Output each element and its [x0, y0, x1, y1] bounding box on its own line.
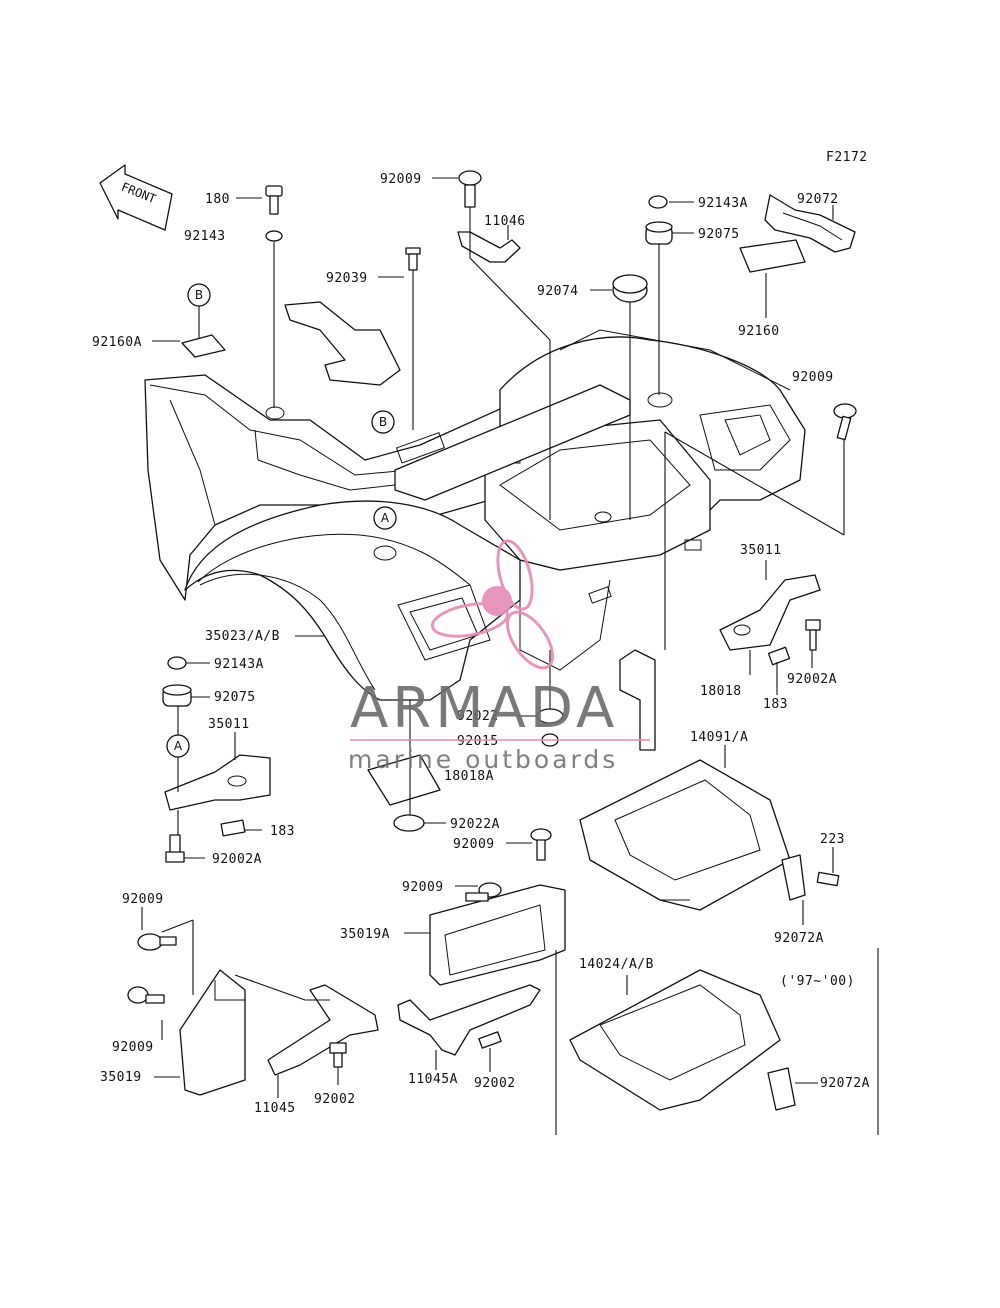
label-183-right: 183: [763, 697, 788, 712]
strap-92072: [764, 194, 856, 253]
armada-watermark-logo: ARMADA marine outboards: [348, 539, 650, 774]
bar-11045: [267, 984, 379, 1076]
label-92072A-right: 92072A: [774, 931, 824, 946]
bolt-92009-right: [833, 403, 857, 441]
label-18018A: 18018A: [444, 769, 494, 784]
cover-14091: [579, 759, 791, 911]
bolt-92009-bl1: [137, 933, 177, 951]
upper-bracket: [284, 301, 401, 386]
label-183-left: 183: [270, 824, 295, 839]
label-92039: 92039: [326, 271, 368, 286]
label-35023: 35023/A/B: [205, 629, 280, 644]
label-92160: 92160: [738, 324, 780, 339]
label-92074: 92074: [537, 284, 579, 299]
year-note: ('97~'00): [780, 974, 855, 989]
bolt-183-left: [220, 819, 246, 837]
label-92009-mid2: 92009: [402, 880, 444, 895]
rod-18018: [619, 649, 656, 751]
washer-92022A: [393, 814, 425, 832]
bolt-92002A-left: [165, 834, 185, 863]
bracket-35019A: [429, 884, 566, 986]
svg-text:B: B: [379, 415, 387, 429]
label-92075-top: 92075: [698, 227, 740, 242]
label-14091: 14091/A: [690, 730, 748, 745]
pad-92160A: [181, 334, 226, 358]
grommet-92075-top: [645, 221, 673, 245]
svg-text:A: A: [381, 511, 390, 525]
bolt-92009-bl2: [127, 986, 165, 1004]
watermark-brand: ARMADA: [350, 676, 618, 741]
leader-lines: [141, 177, 879, 1135]
grommet-92075-left: [162, 684, 192, 707]
label-11045: 11045: [254, 1101, 296, 1116]
bolt-92002-m: [478, 1031, 502, 1049]
bracket-35011-left: [164, 754, 271, 811]
watermark-tagline: marine outboards: [348, 745, 618, 774]
label-223: 223: [820, 832, 845, 847]
callout-b-mid: B: [371, 410, 395, 434]
screw-223: [816, 871, 840, 887]
bolt-92002-l: [329, 1042, 347, 1068]
callout-a-left: A: [166, 734, 190, 758]
bar-11045A: [397, 984, 541, 1056]
label-14024: 14024/A/B: [579, 957, 654, 972]
label-35019: 35019: [100, 1070, 142, 1085]
bracket-11046: [457, 231, 521, 263]
washer-92143: [265, 230, 283, 242]
bracket-35019: [179, 969, 246, 1096]
label-92072A-bottom: 92072A: [820, 1076, 870, 1091]
label-92160A: 92160A: [92, 335, 142, 350]
callout-b-top: B: [187, 283, 211, 307]
bracket-35011-right: [719, 574, 821, 651]
clip-92072A-right: [781, 854, 806, 901]
bolt-92002A-right: [805, 619, 821, 651]
plate-18018A: [367, 754, 441, 806]
label-92009-bl1: 92009: [122, 892, 164, 907]
label-11045A: 11045A: [408, 1072, 458, 1087]
propeller-icon: [430, 539, 555, 670]
label-92009-mid: 92009: [453, 837, 495, 852]
label-35011-right: 35011: [740, 543, 782, 558]
front-arrow-icon: FRONT: [99, 164, 173, 231]
label-35019A: 35019A: [340, 927, 390, 942]
bolt-180: [265, 185, 283, 215]
label-92143A-top: 92143A: [698, 196, 748, 211]
label-92002A-right: 92002A: [787, 672, 837, 687]
label-92072: 92072: [797, 192, 839, 207]
label-92002A-left: 92002A: [212, 852, 262, 867]
cap-92074: [612, 274, 648, 303]
bolt-92009-mid2: [465, 882, 502, 902]
label-92009-top: 92009: [380, 172, 422, 187]
svg-text:B: B: [195, 288, 203, 302]
bolt-92009-top: [458, 170, 482, 208]
label-92009-bl2: 92009: [112, 1040, 154, 1055]
rear-fender-body: [144, 329, 806, 701]
label-92002-l: 92002: [314, 1092, 356, 1107]
bolt-183-right: [767, 646, 791, 666]
callout-a-mid: A: [373, 506, 397, 530]
diagram-code: F2172: [826, 150, 868, 165]
label-92075-left: 92075: [214, 690, 256, 705]
washer-92143A-left: [167, 656, 187, 670]
label-92002-m: 92002: [474, 1076, 516, 1091]
svg-text:A: A: [174, 739, 183, 753]
pad-92160: [739, 239, 806, 273]
label-18018: 18018: [700, 684, 742, 699]
label-92143A-left: 92143A: [214, 657, 264, 672]
label-92009-right: 92009: [792, 370, 834, 385]
cover-14024: [569, 969, 781, 1111]
label-92022A: 92022A: [450, 817, 500, 832]
bolt-92009-mid: [530, 828, 552, 861]
washer-92143A-top: [648, 195, 668, 209]
label-35011-left: 35011: [208, 717, 250, 732]
label-92022: 92022: [457, 709, 499, 724]
clip-92072A-bottom: [767, 1067, 796, 1111]
label-92015: 92015: [457, 734, 499, 749]
label-92143: 92143: [184, 229, 226, 244]
pin-92039: [405, 247, 421, 271]
label-11046: 11046: [484, 214, 526, 229]
label-180: 180: [205, 192, 230, 207]
